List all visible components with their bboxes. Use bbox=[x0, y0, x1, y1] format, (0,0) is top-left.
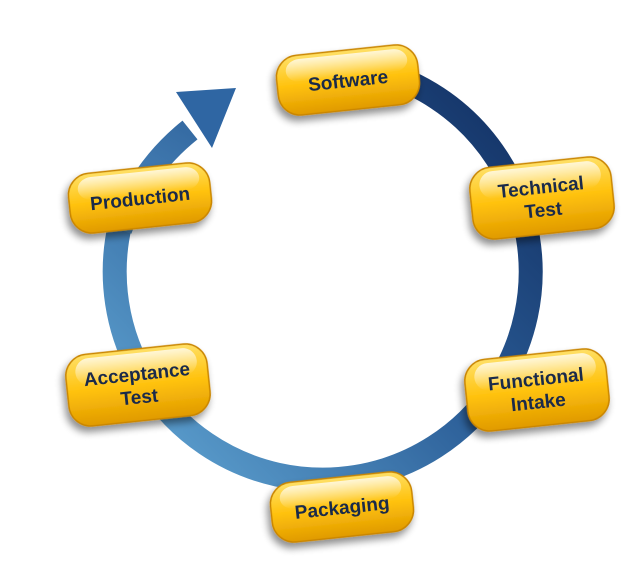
stage-label-acceptance-test-line2: Test bbox=[120, 385, 160, 410]
cycle-arrow-head bbox=[176, 88, 236, 148]
stage-pill-highlight bbox=[479, 161, 601, 199]
stage-pill-highlight bbox=[279, 476, 402, 509]
stage-pill-highlight bbox=[285, 49, 408, 82]
stage-pills: SoftwareTechnicalTestFunctionalIntakePac… bbox=[65, 44, 615, 543]
stage-pill-highlight bbox=[77, 167, 200, 200]
stage-pill-highlight bbox=[75, 348, 197, 386]
stage-production: Production bbox=[67, 162, 213, 234]
stage-packaging: Packaging bbox=[269, 471, 415, 543]
cycle-ring bbox=[102, 56, 543, 492]
stage-label-technical-test-line2: Test bbox=[524, 198, 564, 223]
stage-pill-highlight bbox=[474, 353, 596, 391]
stage-software: Software bbox=[275, 44, 421, 116]
